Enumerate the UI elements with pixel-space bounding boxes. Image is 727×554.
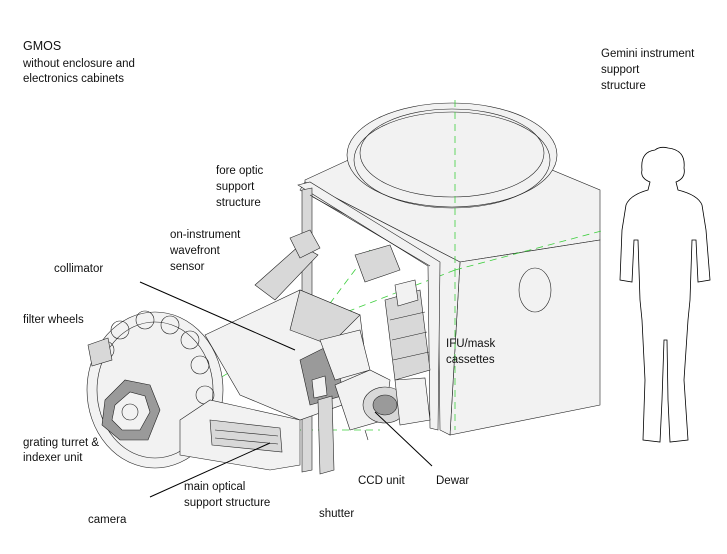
label-gemini-support-1: Gemini instrument xyxy=(601,48,695,60)
label-collimator: collimator xyxy=(54,263,104,275)
label-wavefront-2: wavefront xyxy=(170,245,220,257)
grating-turret-shape xyxy=(101,379,161,441)
collimator-body xyxy=(204,289,371,421)
label-ifu-1: IFU/mask xyxy=(446,338,496,350)
ccd-dewar-shape xyxy=(334,369,431,441)
label-wavefront-3: sensor xyxy=(170,261,205,273)
label-fore-optic-3: structure xyxy=(216,197,261,209)
label-grating-1: grating turret & xyxy=(23,437,100,449)
label-ifu-2: cassettes xyxy=(446,354,495,366)
label-gemini-support-2: support xyxy=(601,64,640,76)
diagram-subtitle-line1: without enclosure and xyxy=(23,58,135,70)
leader-lines xyxy=(139,281,433,498)
label-wavefront-1: on-instrument xyxy=(170,229,241,241)
label-ccd-unit: CCD unit xyxy=(358,475,405,487)
wavefront-sensor-shape xyxy=(254,229,401,301)
label-filter-wheels: filter wheels xyxy=(23,314,84,326)
label-main-optical-1: main optical xyxy=(184,481,246,493)
diagram-title: GMOS xyxy=(23,39,62,53)
label-shutter: shutter xyxy=(319,508,355,520)
label-main-optical-2: support structure xyxy=(184,497,271,509)
label-camera: camera xyxy=(88,514,127,526)
camera-shape xyxy=(179,399,301,471)
shutter-shape xyxy=(311,375,335,475)
label-fore-optic-1: fore optic xyxy=(216,165,264,177)
support-structure-box xyxy=(299,102,601,436)
diagram-subtitle-line2: electronics cabinets xyxy=(23,73,124,85)
label-gemini-support-3: structure xyxy=(601,80,646,92)
label-grating-2: indexer unit xyxy=(23,452,83,464)
ifu-cassettes-shape xyxy=(384,279,431,381)
label-dewar: Dewar xyxy=(436,475,470,487)
label-fore-optic-2: support xyxy=(216,181,255,193)
human-figure-icon xyxy=(619,146,711,443)
